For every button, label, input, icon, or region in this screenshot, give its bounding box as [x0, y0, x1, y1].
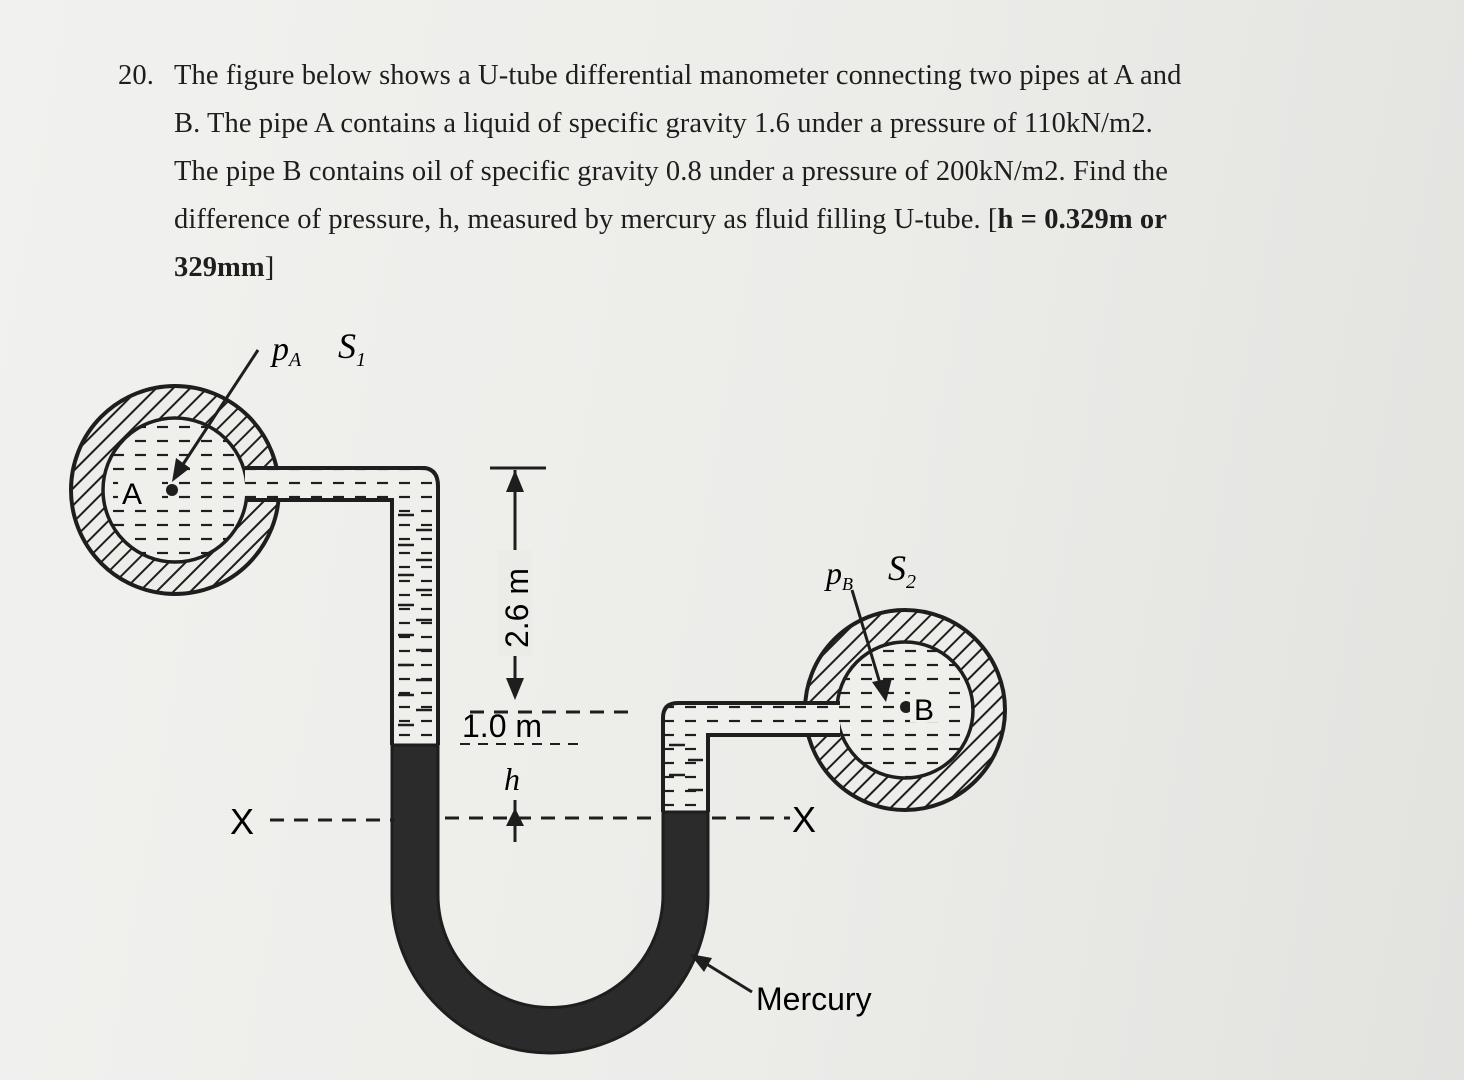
- label-b: B: [914, 694, 934, 727]
- label-pa: pA: [270, 331, 302, 371]
- problem-line-4: difference of pressure, h, measured by m…: [174, 204, 1168, 235]
- arrow-pa: [172, 349, 260, 482]
- label-mercury: Mercury: [756, 981, 872, 1017]
- label-h: h: [504, 761, 520, 797]
- problem-number: 20.: [118, 60, 154, 91]
- answer-text: h = 0.329m or: [997, 204, 1168, 235]
- label-s1: S1: [338, 326, 366, 371]
- point-a-bg: [118, 474, 162, 506]
- arrow-mercury: [690, 954, 753, 994]
- mercury-column: [390, 743, 710, 1055]
- answer-text-cont: 329mm: [174, 252, 265, 283]
- label-x-right: X: [792, 799, 816, 840]
- label-s2: S2: [888, 548, 916, 593]
- problem-statement: 20.The figure below shows a U-tube diffe…: [118, 52, 1408, 292]
- problem-line-2: B. The pipe A contains a liquid of speci…: [174, 108, 1153, 139]
- dimension-h: [506, 800, 524, 842]
- point-b-dot: [900, 701, 912, 713]
- point-a-dot: [166, 484, 178, 496]
- problem-line-1: 20.The figure below shows a U-tube diffe…: [118, 52, 1408, 100]
- label-x-left: X: [230, 801, 254, 842]
- right-limb-liquid: [661, 701, 840, 812]
- label-2-6m: 2.6 m: [499, 568, 535, 648]
- left-limb-liquid: [245, 466, 440, 745]
- problem-line-5: 329mm]: [174, 252, 275, 283]
- dimension-2-6m: [490, 466, 546, 700]
- arrow-pb: [850, 589, 892, 702]
- label-a: A: [122, 478, 142, 511]
- problem-line-3: The pipe B contains oil of specific grav…: [174, 156, 1169, 187]
- label-pb: pB: [824, 555, 853, 594]
- label-1-0m: 1.0 m: [462, 708, 542, 744]
- point-b-bg: [910, 690, 946, 722]
